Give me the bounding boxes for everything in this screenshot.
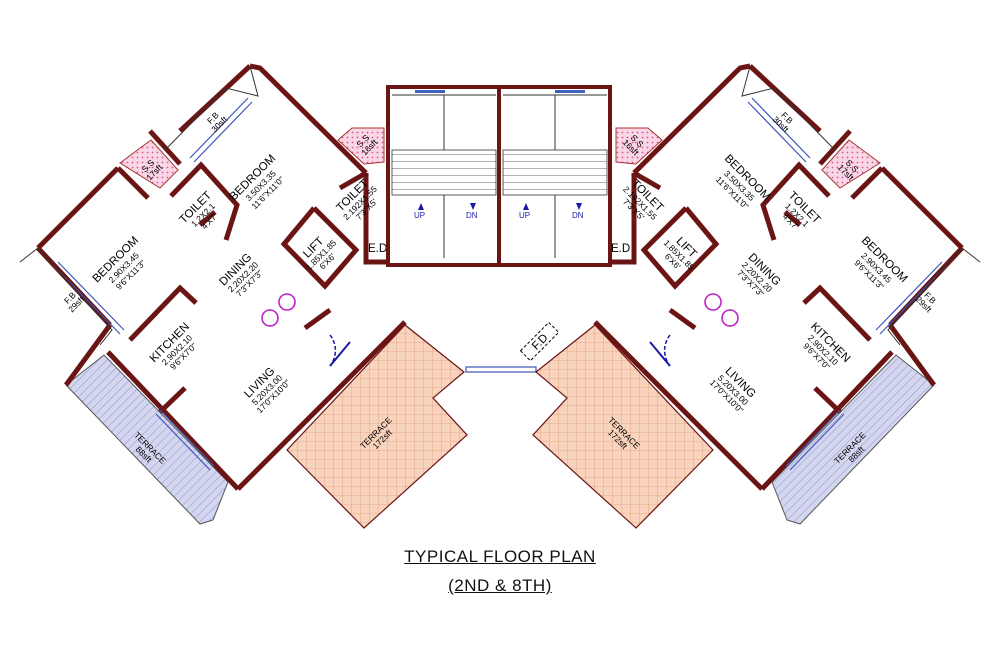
left-ss-small-area	[119, 139, 179, 189]
floor-plan-drawing: BEDROOM 3.50X3.35 11'6"X11'0" BEDROOM 2.…	[19, 63, 981, 529]
left-ed-label: E.D	[368, 243, 387, 255]
right-ss-small-area	[821, 139, 881, 189]
left-fixture-circle-a	[261, 309, 279, 327]
right-fixture-circle-a	[721, 309, 739, 327]
stair-right-dn: DN	[572, 211, 584, 220]
stair-left-dn: DN	[466, 211, 478, 220]
stair-right-up: UP	[519, 211, 530, 220]
plan-subtitle: (2ND & 8TH)	[0, 576, 1000, 596]
left-fixture-circle-b	[278, 293, 296, 311]
stair-left-up: UP	[414, 211, 425, 220]
staircase-block: UP DN UP DN	[386, 85, 612, 373]
right-fixture-circle-b	[704, 293, 722, 311]
left-side-terrace	[65, 354, 229, 525]
right-side-terrace	[771, 354, 935, 525]
right-unit: BEDROOM 3.50X3.35 11'6"X11'0" BEDROOM 2.…	[532, 63, 981, 529]
right-ss-large-area	[615, 127, 663, 165]
right-ed-label: E.D	[611, 243, 630, 255]
plan-subtitle-text: (2ND & 8TH)	[448, 576, 552, 595]
left-ss-large-area	[337, 127, 385, 165]
fire-duct: F.D	[519, 321, 560, 362]
plan-title-text: TYPICAL FLOOR PLAN	[404, 547, 596, 566]
plan-title: TYPICAL FLOOR PLAN	[0, 547, 1000, 567]
